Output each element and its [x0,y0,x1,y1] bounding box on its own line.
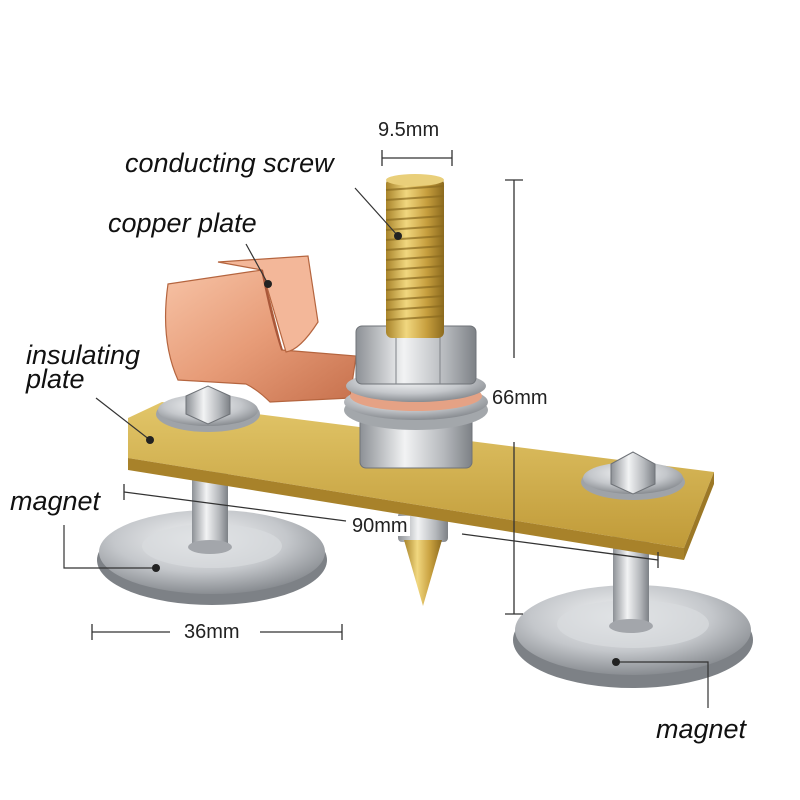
copper-plate-part [164,255,357,403]
right-bolt [581,451,685,500]
label-magnet-right: magnet [656,714,747,744]
label-conducting-screw: conducting screw [125,148,334,178]
dim-magnet-diameter: 36mm [182,621,242,643]
pointer-dots [146,232,620,666]
label-insulating-line2: plate [26,364,85,394]
center-nut-stack [344,325,488,469]
dim-plate-length: 90mm [350,515,410,537]
left-magnet [97,470,327,605]
insulating-plate [128,402,714,560]
leader-lines [63,187,709,708]
left-bolt [156,385,260,432]
right-magnet [513,535,753,688]
label-copper-plate: copper plate [108,208,257,238]
label-magnet-left: magnet [10,486,101,516]
dim-screw-diameter: 9.5mm [376,119,442,141]
label-insulating-line1: insulating [26,340,141,370]
dim-height: 66mm [490,387,550,409]
conducting-screw-part [385,174,445,338]
dimension-lines [91,150,659,640]
